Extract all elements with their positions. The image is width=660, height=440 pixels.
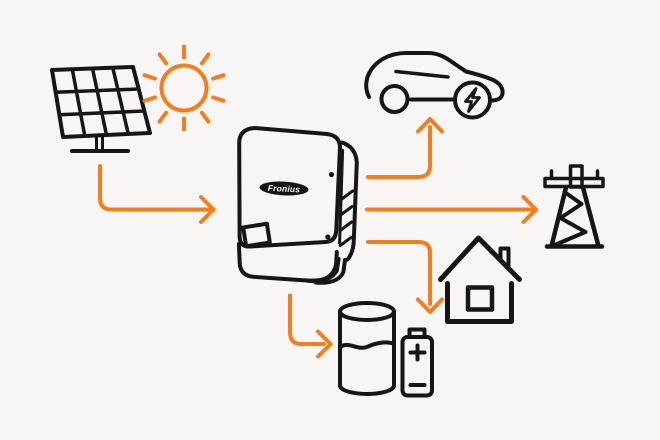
- solar-panel-icon: [50, 65, 152, 153]
- sun-rays: [142, 44, 226, 132]
- screw-dot-bottom: [325, 234, 331, 240]
- tower-legs: [549, 185, 601, 249]
- battery-icon: [400, 327, 434, 398]
- inverter-vent-slats: [338, 189, 355, 247]
- inverter-bottom-layer-3: [314, 258, 347, 285]
- tank-top: [338, 301, 396, 322]
- inverter-bottom-layer-2: [306, 257, 341, 284]
- inverter-side-inner: [338, 149, 345, 245]
- fronius-badge-label: Fronius: [267, 183, 300, 195]
- house-window: [465, 285, 495, 312]
- arrow-inverter-to-grid: [365, 195, 538, 224]
- flow-arrows: [98, 117, 538, 359]
- sun-icon: [142, 44, 226, 132]
- arrow-solar-to-inverter: [98, 164, 216, 224]
- house-icon: [438, 235, 522, 324]
- fronius-badge-oval: [259, 181, 309, 196]
- arrow-inverter-to-storage: [288, 293, 333, 359]
- panel-grid-lines: [53, 66, 147, 138]
- battery-body: [400, 335, 434, 398]
- inverter-screws: [325, 171, 335, 240]
- arrowhead-up-icon: [416, 117, 444, 134]
- tower-column: [568, 164, 584, 189]
- arrowhead-right-icon: [316, 329, 333, 359]
- house-chimney: [498, 246, 511, 269]
- ev-car-icon: [364, 51, 505, 120]
- arrowhead-right-icon: [521, 195, 538, 224]
- water-tank-icon: [338, 301, 396, 396]
- screw-dot-top: [328, 171, 335, 178]
- car-front-wheel: [379, 84, 410, 114]
- arrow-line: [366, 240, 432, 306]
- inverter-icon: Fronius: [236, 126, 359, 285]
- battery-plus-marker: [408, 343, 427, 362]
- tower-bracing: [551, 190, 588, 248]
- house-walls: [445, 281, 514, 324]
- inverter-display: [241, 221, 272, 249]
- arrowhead-down-icon: [416, 297, 444, 314]
- tank-water-level: [338, 340, 396, 350]
- fronius-badge: Fronius: [259, 181, 309, 196]
- car-lightning-bolt-icon: [464, 87, 481, 113]
- car-body: [364, 51, 505, 103]
- arrowhead-right-icon: [199, 195, 216, 224]
- house-roof: [438, 235, 522, 282]
- tank-bottom: [338, 383, 396, 396]
- car-beltline: [394, 69, 450, 79]
- arrow-line: [98, 164, 213, 212]
- arrow-line: [288, 293, 326, 346]
- inverter-side-outer: [340, 140, 359, 262]
- car-rear-wheel: [453, 80, 492, 120]
- battery-terminal: [407, 327, 427, 338]
- panel-pole: [95, 134, 104, 152]
- arrow-inverter-to-house: [366, 240, 444, 314]
- grid-tower-icon: [543, 164, 605, 249]
- inverter-face: [237, 126, 342, 249]
- arrow-inverter-to-car: [366, 117, 444, 179]
- inverter-bottom-band: [236, 242, 339, 283]
- tower-insulators: [549, 169, 600, 179]
- sun-core: [159, 63, 209, 113]
- arrow-line: [366, 125, 432, 179]
